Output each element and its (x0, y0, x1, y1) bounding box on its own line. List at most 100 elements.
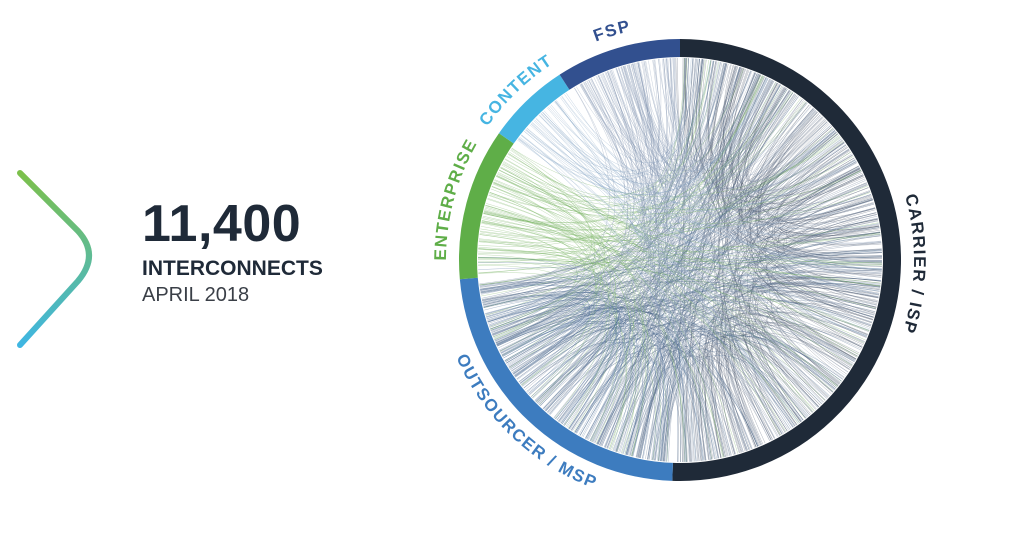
chord-ribbon (571, 260, 883, 431)
chord-ribbon (548, 63, 728, 414)
chord-ribbon (537, 276, 881, 404)
chord-ribbon (518, 138, 704, 461)
chord-ribbon (682, 72, 756, 463)
chord-ribbon (487, 58, 697, 323)
chord-ribbon (716, 67, 883, 259)
chord-ribbon (618, 67, 806, 419)
chord-ribbon (690, 80, 773, 462)
chord-ribbon (500, 72, 757, 354)
chord-ribbon (496, 60, 714, 346)
chord-ribbon (482, 280, 877, 310)
chord-ribbon (528, 333, 624, 438)
chord-ribbon (482, 295, 826, 401)
chord-ribbon (594, 125, 831, 444)
chord-ribbon (547, 58, 700, 413)
chord-ribbon (549, 105, 856, 209)
chord-ribbon (496, 148, 849, 346)
chord-ribbon (716, 285, 879, 454)
chord-ribbon (517, 138, 732, 456)
chord-arc-carrier-isp (672, 39, 901, 481)
chord-ribbon (581, 83, 711, 460)
chord-ribbon (497, 74, 762, 198)
chord-ribbon (615, 73, 758, 452)
chord-ribbon (616, 68, 882, 267)
chord-ribbon (489, 58, 686, 328)
chord-ribbon (765, 141, 851, 369)
chord-ribbon (770, 290, 878, 384)
chord-ribbon (510, 62, 725, 371)
chord-ribbon (531, 282, 881, 397)
chord-ribbon (560, 73, 759, 424)
chord-ribbon (685, 58, 785, 164)
chord-ribbon (747, 132, 874, 318)
chord-ribbon (498, 170, 826, 401)
chord-ribbon (496, 88, 787, 345)
chord-ribbon (745, 214, 877, 434)
chord-ribbon (737, 87, 837, 194)
chord-ribbon (543, 144, 847, 409)
chord-ribbon (554, 101, 882, 270)
chord-ribbon (502, 163, 862, 211)
chord-ribbon (480, 94, 797, 293)
chord-ribbon (587, 66, 651, 440)
chord-ribbon (608, 70, 882, 244)
chord-ribbon (492, 183, 618, 433)
chord-ribbon (478, 249, 591, 340)
chord-ribbon (479, 130, 836, 286)
chord-ribbon (483, 212, 724, 458)
chord-ribbon (492, 65, 737, 337)
chord-ribbon (737, 74, 872, 211)
chord-ribbon (495, 81, 775, 344)
chord-ribbon (625, 65, 880, 295)
chord-ribbon (737, 87, 802, 423)
chord-ribbon (540, 58, 692, 174)
chord-ribbon (721, 114, 821, 450)
chord-ribbon (526, 342, 634, 452)
chord-ribbon (555, 100, 703, 461)
chord-ribbon (628, 64, 660, 459)
chord-ribbon (485, 295, 595, 377)
chord-ribbon (553, 72, 756, 418)
chord-ribbon (579, 60, 714, 436)
chord-ribbon (591, 78, 656, 455)
chord-ribbon (755, 104, 874, 318)
chord-ribbon (493, 181, 868, 229)
chord-ribbon (504, 159, 870, 331)
chord-ribbon (606, 63, 727, 449)
chord-ribbon (533, 77, 767, 193)
chord-ribbon (489, 186, 610, 328)
chord-ribbon (512, 248, 882, 373)
chord-ribbon (502, 163, 610, 429)
chord-ribbon (524, 131, 882, 271)
chord-ribbon (532, 115, 822, 398)
chord-ribbon (478, 265, 628, 450)
interconnects-count: 11,400 (142, 195, 302, 253)
chord-ribbon (602, 73, 865, 343)
chord-ribbon (730, 337, 822, 445)
chord-ribbon (783, 187, 880, 289)
chord-ribbon (692, 73, 759, 462)
stats-block: 11,400 INTERCONNECTS APRIL 2018 (142, 196, 323, 308)
chord-ribbon (728, 70, 859, 199)
chord-ribbon (638, 298, 872, 458)
chord-ribbon (519, 77, 768, 195)
chord-ribbon (572, 331, 851, 432)
chord-ribbon (503, 162, 877, 309)
chord-ribbon (635, 62, 846, 376)
chord-ribbon (536, 80, 773, 403)
chord-ribbon (530, 123, 799, 424)
chord-ribbon (539, 71, 634, 406)
chord-ribbon (660, 307, 871, 462)
chord-ribbon (486, 252, 882, 317)
chord-ribbon (482, 215, 853, 366)
chord-ribbon (531, 66, 740, 397)
chord-ribbon (499, 294, 863, 352)
chord-ribbon (480, 58, 672, 292)
chord-ribbon (486, 131, 836, 318)
chord-ribbon (717, 77, 797, 426)
chord-ribbon (774, 157, 882, 267)
chord-ribbon (496, 75, 764, 213)
chord-ribbon (760, 283, 879, 355)
chord-ribbon (512, 277, 881, 374)
chord-ribbon (734, 338, 821, 441)
